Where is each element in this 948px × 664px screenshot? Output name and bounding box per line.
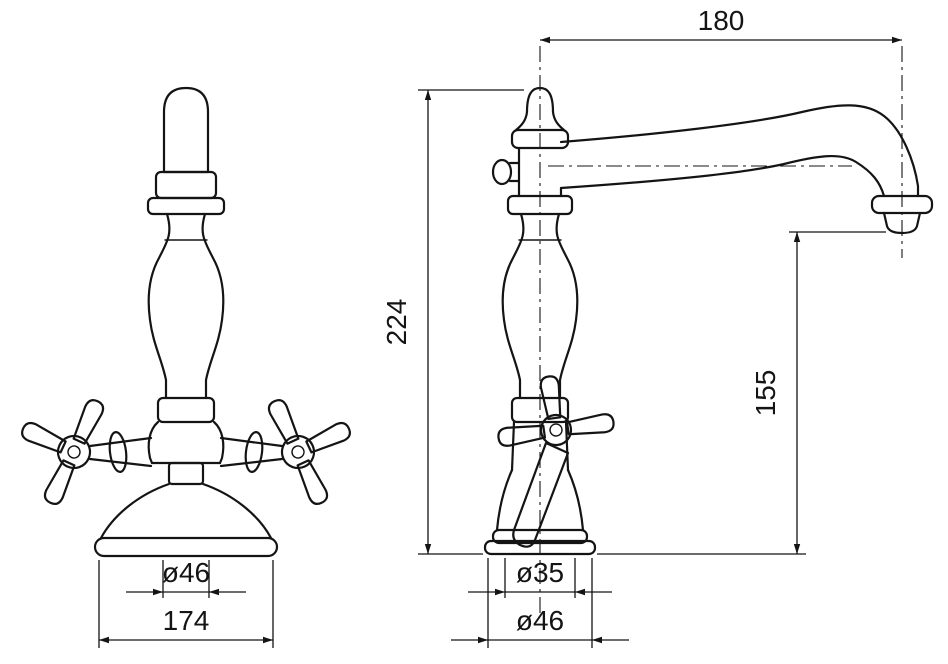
right-handle-bonnet-ring	[244, 431, 264, 473]
front-column-collar	[156, 396, 216, 424]
front-base-trumpet-right	[201, 482, 273, 540]
dimension-label-spout-reach: 180	[698, 5, 745, 36]
finial-neck-left	[514, 110, 529, 132]
right-cross-handle	[219, 399, 351, 505]
front-valve-body-left	[147, 420, 160, 465]
dimension-front-base-diameter: ø46	[126, 557, 246, 598]
right-handle-hub-center	[291, 445, 305, 459]
dimension-label-side-base-diameter: ø46	[516, 605, 564, 636]
spout-outlet-flange	[870, 194, 934, 215]
dimension-neck-diameter: ø35	[468, 557, 612, 598]
dimension-overall-width: 174	[98, 560, 274, 648]
side-neck-flange	[506, 194, 574, 216]
right-handle-stem-bottom	[219, 457, 284, 468]
front-view	[21, 86, 351, 558]
front-neck-flange	[146, 196, 226, 216]
side-column-left-edge	[501, 212, 525, 400]
side-valve-body-right	[564, 420, 570, 472]
left-handle-stem-top	[88, 436, 153, 448]
left-handle-hub-center	[67, 445, 81, 459]
front-column-left-edge	[147, 212, 171, 400]
spout-inner-edge	[559, 154, 886, 198]
side-base-trumpet-right	[566, 468, 585, 532]
right-handle-arm-down	[296, 459, 329, 505]
finial-neck-right	[551, 110, 566, 132]
dimension-side-base-diameter: ø46	[451, 558, 629, 648]
side-handle-arm-up	[539, 375, 562, 421]
right-handle-arm-up	[267, 399, 300, 445]
finial-ring	[510, 128, 570, 150]
front-base-neck	[167, 461, 205, 486]
left-handle-bonnet-ring	[108, 431, 128, 473]
side-handle-hub-center	[549, 423, 563, 437]
right-handle-arm-out	[305, 421, 351, 454]
side-base-plate	[483, 539, 597, 556]
side-valve-body-left	[510, 420, 516, 472]
front-base-trumpet-left	[99, 482, 171, 540]
dimension-spout-reach: 180	[540, 5, 902, 44]
dimension-label-neck-diameter: ø35	[516, 557, 564, 588]
finial-dome	[525, 86, 555, 114]
spout-outer-edge	[559, 104, 920, 198]
front-column-right-edge	[201, 212, 225, 400]
side-base-trumpet-left	[495, 468, 514, 532]
dimension-label-outlet-height: 155	[750, 370, 781, 417]
front-view-dimensions: ø46 174	[98, 557, 274, 648]
side-column-collar	[510, 396, 570, 424]
right-handle-stem-top	[219, 436, 284, 448]
side-base-foot-ring	[491, 528, 589, 545]
left-handle-arm-out	[21, 421, 67, 454]
dimension-overall-height: 224	[381, 89, 524, 555]
front-valve-body-right	[212, 420, 225, 465]
side-column-right-edge	[555, 212, 579, 400]
side-handle-lever-blade	[512, 441, 570, 548]
dimension-outlet-height: 155	[597, 231, 886, 555]
side-cross-handle	[497, 375, 615, 548]
side-view-dimensions: 180 224 155 ø35 ø46	[381, 5, 902, 648]
dimension-label-overall-height: 224	[381, 299, 412, 346]
front-spout-head-outline	[162, 86, 210, 174]
left-handle-hub	[56, 434, 92, 470]
side-view	[483, 46, 934, 614]
side-handle-arm-left	[497, 424, 547, 447]
dimension-label-front-base-diameter: ø46	[162, 557, 210, 588]
side-handle-hub	[539, 413, 573, 447]
front-base-plate	[93, 536, 279, 558]
right-handle-hub	[280, 434, 316, 470]
left-cross-handle	[21, 399, 153, 505]
left-handle-stem-bottom	[88, 457, 153, 468]
side-knob	[491, 158, 513, 186]
dimension-label-overall-width: 174	[163, 605, 210, 636]
front-spout-collar	[154, 170, 218, 200]
spout-nozzle	[882, 211, 922, 235]
side-handle-arm-right	[565, 413, 615, 436]
left-handle-arm-up	[72, 399, 105, 445]
left-handle-arm-down	[43, 459, 76, 505]
